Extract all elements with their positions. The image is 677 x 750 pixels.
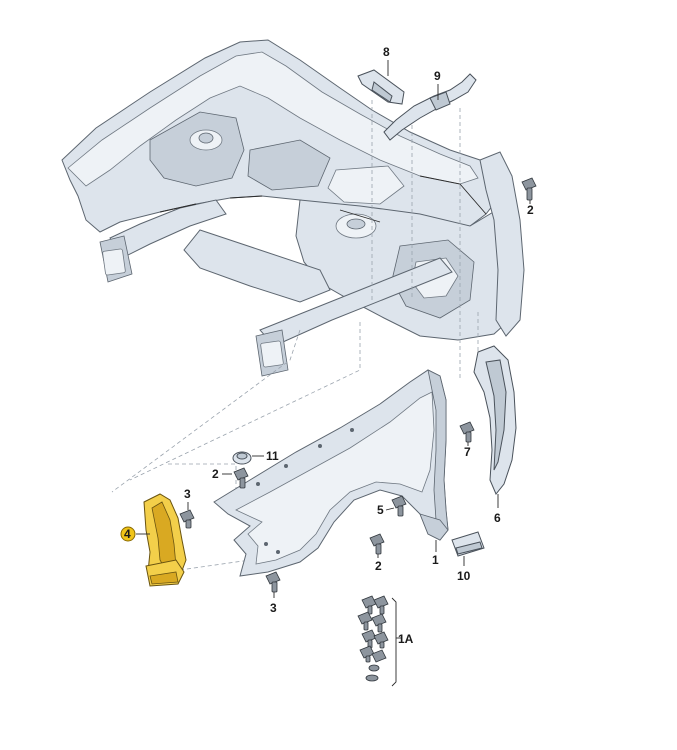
label-2-mid: 2	[212, 467, 219, 481]
label-1: 1	[432, 553, 439, 567]
label-6: 6	[494, 511, 501, 525]
label-11: 11	[266, 449, 279, 463]
label-2-top: 2	[527, 203, 534, 217]
label-4: 4	[124, 527, 131, 541]
part-1-fender: 1	[213, 369, 449, 577]
label-3-lower: 3	[270, 601, 277, 615]
label-8: 8	[383, 45, 390, 59]
part-11-clip: 11	[232, 449, 279, 465]
bolt-3-lower: 3	[265, 571, 281, 615]
label-10: 10	[457, 569, 471, 583]
front-body-structure	[61, 39, 525, 377]
label-2-lower: 2	[375, 559, 382, 573]
label-5: 5	[377, 503, 384, 517]
label-4-badge	[120, 526, 136, 542]
bolt-5: 5	[377, 495, 407, 517]
bolt-2-lower: 2	[369, 533, 385, 573]
bolt-7: 7	[459, 421, 475, 459]
reference-lines	[111, 100, 479, 571]
part-9-seal-strip: 9	[383, 69, 477, 141]
bolt-2-mid: 2	[212, 467, 249, 489]
part-6-liner-bracket: 6	[473, 345, 517, 525]
bolt-3-upper: 3	[179, 487, 195, 529]
part-10-cover: 10	[451, 531, 485, 583]
part-1a-fastener-set: 1A	[357, 595, 414, 687]
part-8-bracket: 8	[357, 45, 405, 105]
label-3-upper: 3	[184, 487, 191, 501]
label-7: 7	[464, 445, 471, 459]
part-4-bracket-highlighted: 4	[120, 493, 187, 587]
bolt-2-top: 2	[521, 177, 537, 217]
label-9: 9	[434, 69, 441, 83]
label-1a: 1A	[398, 632, 414, 646]
